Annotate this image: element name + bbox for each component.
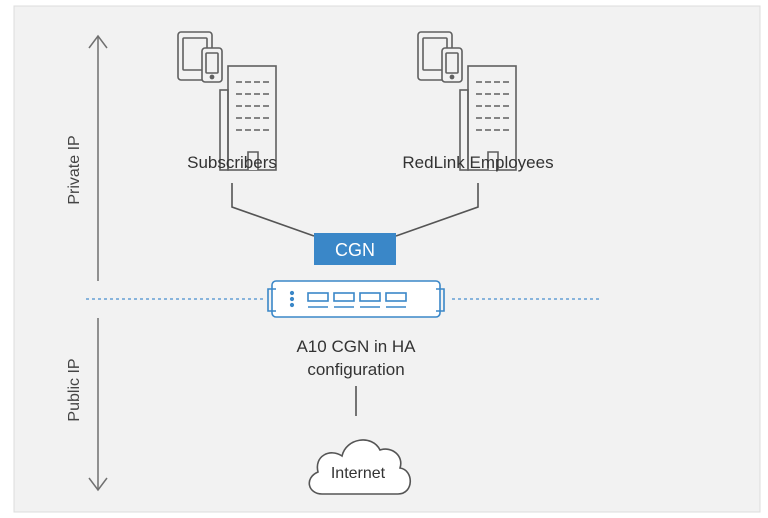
internet-label: Internet: [331, 465, 386, 482]
network-appliance-icon: [267, 280, 445, 318]
building-with-devices-icon: [417, 31, 517, 171]
subscribers-connector: [231, 183, 315, 237]
public-ip-arrow: [88, 318, 108, 492]
employees-connector: [395, 183, 479, 237]
cgn-badge: [314, 233, 396, 265]
cloud-icon: [308, 439, 412, 495]
subscribers-label: Subscribers: [187, 153, 277, 172]
private-ip-arrow: [88, 34, 108, 281]
appliance-label-line2: configuration: [307, 360, 404, 379]
cgn-badge-label: CGN: [335, 240, 375, 260]
building-with-devices-icon: [177, 31, 277, 171]
employees-label: RedLink Employees: [402, 153, 553, 172]
appliance-label-line1: A10 CGN in HA: [296, 337, 416, 356]
private-ip-label: Private IP: [66, 135, 83, 204]
public-ip-label: Public IP: [66, 358, 83, 421]
